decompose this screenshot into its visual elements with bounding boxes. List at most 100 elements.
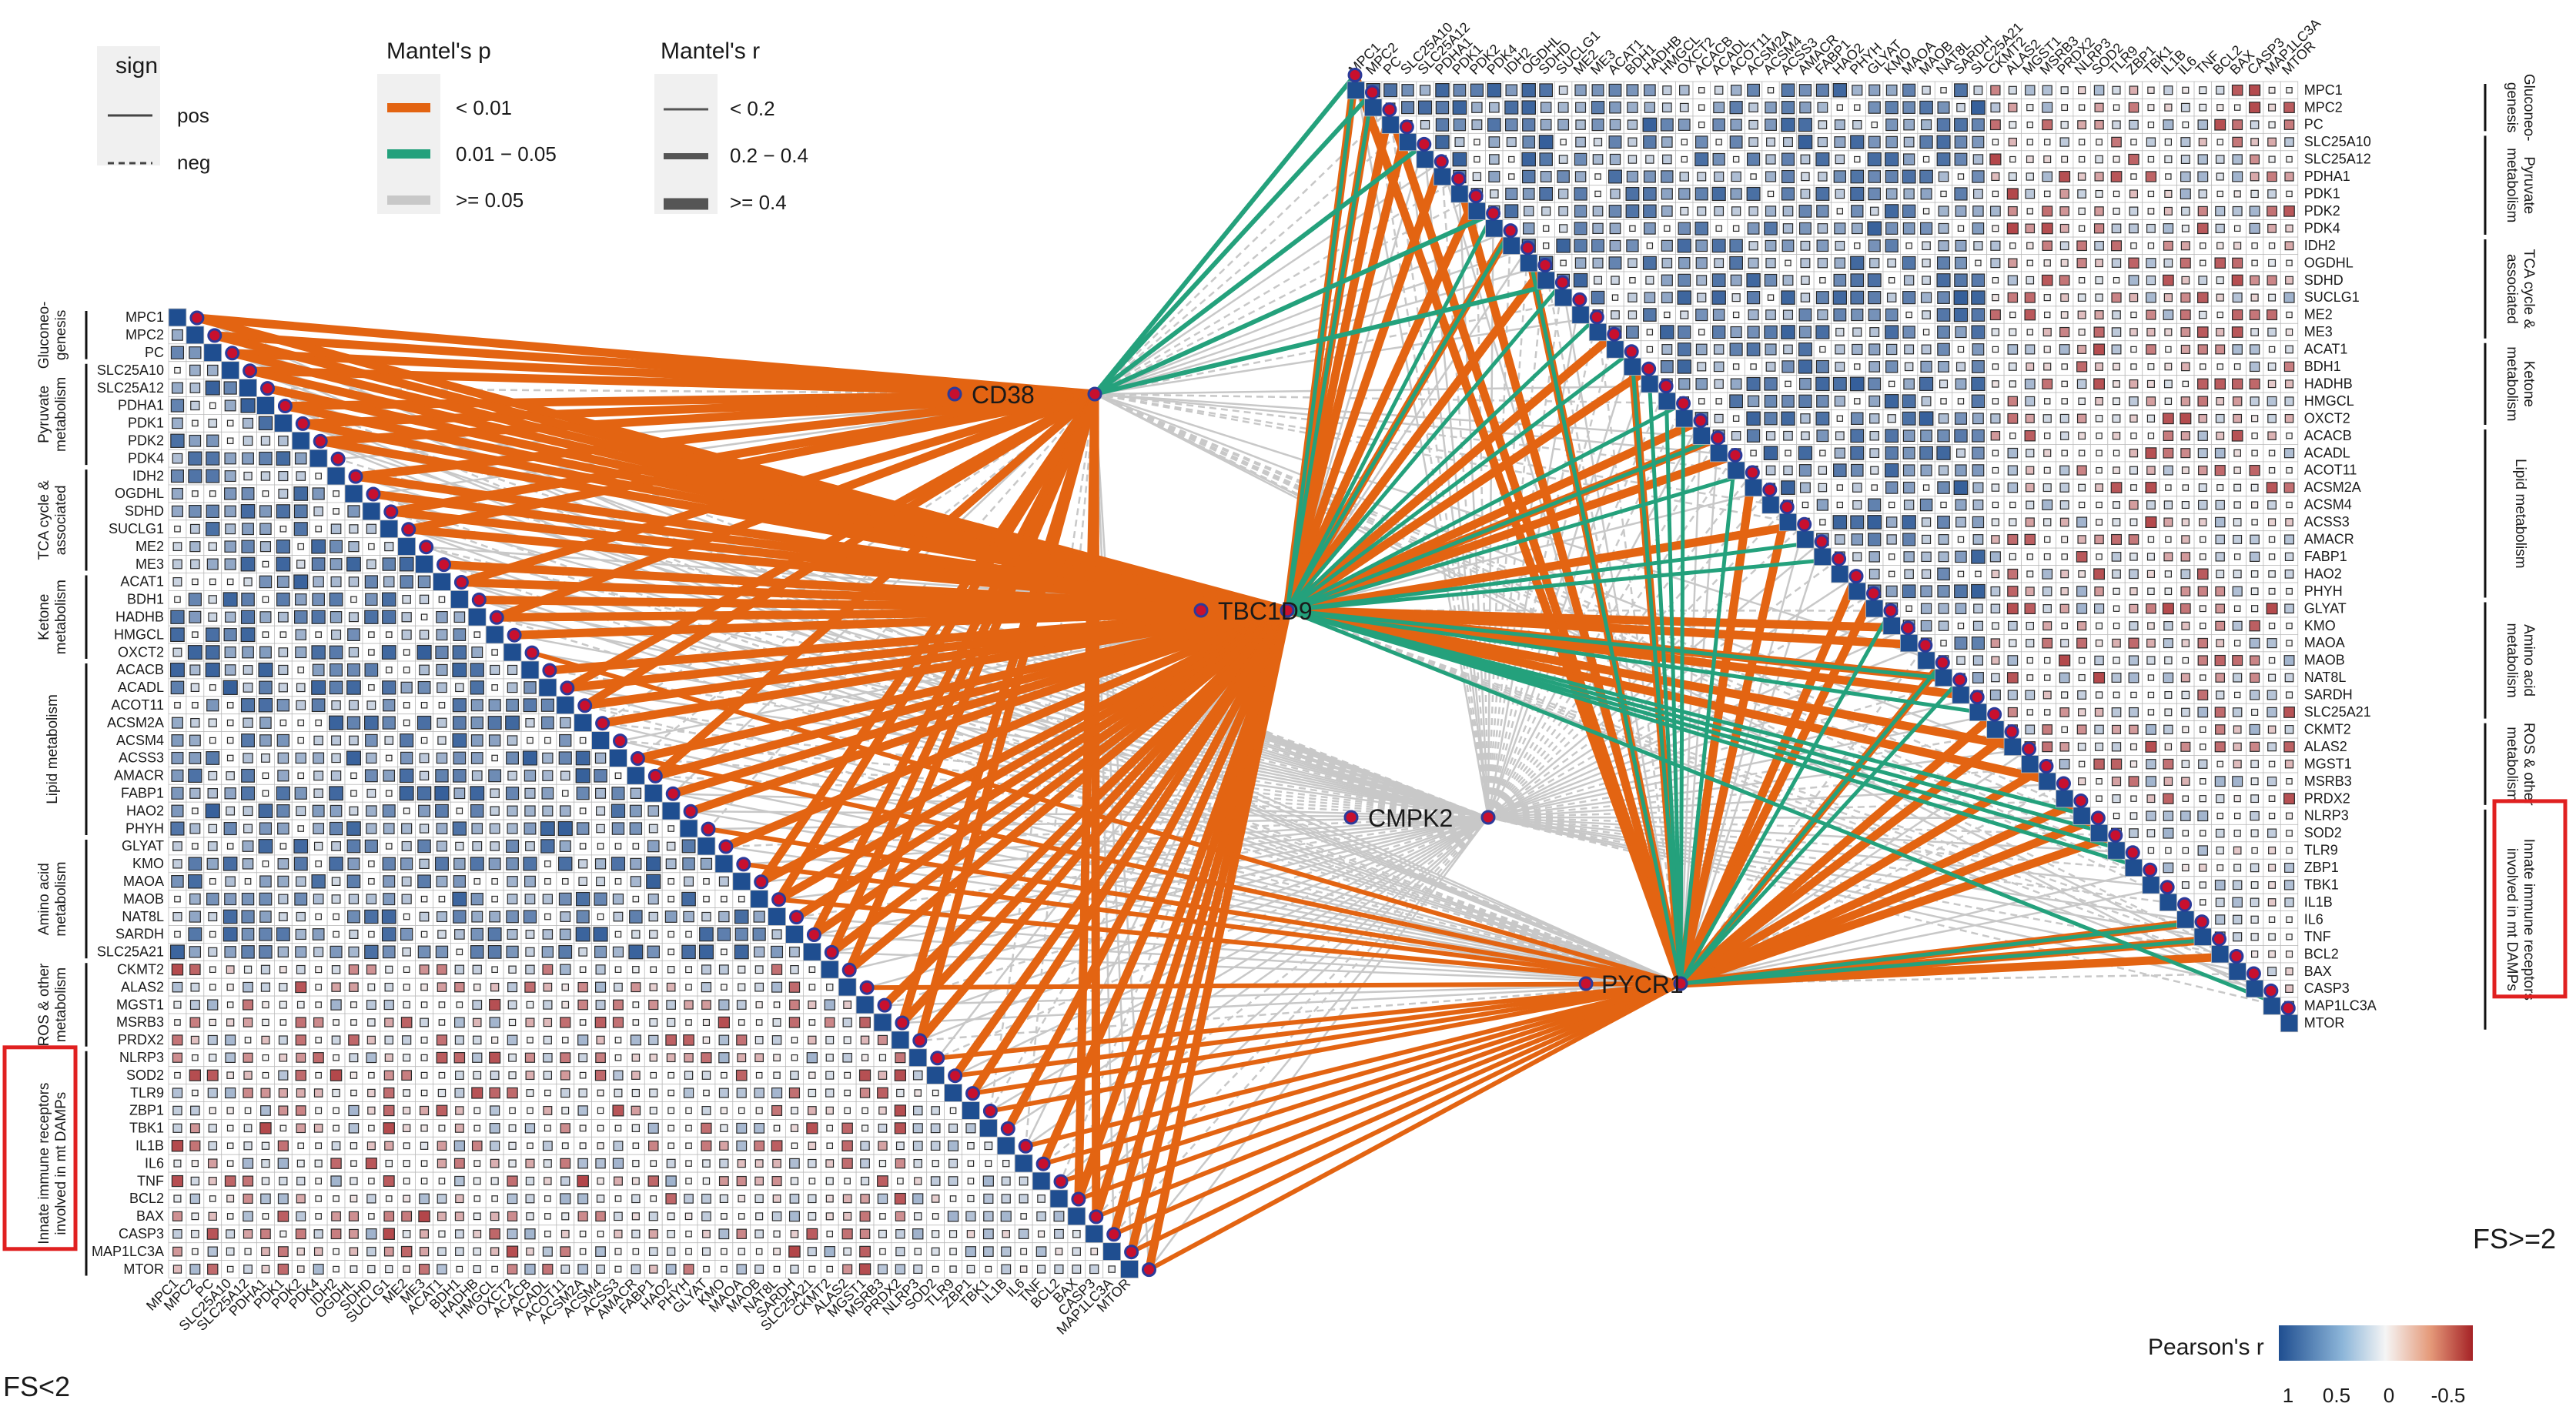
cell-left-TLR9-HAO2 xyxy=(667,1089,674,1097)
cell-right-SLC25A12-MTOR xyxy=(2286,155,2293,163)
cell-right-PDK2-PHYH xyxy=(1851,205,1864,218)
cell-left-SDHD-PDK2 xyxy=(293,504,308,519)
cell-left-ACOT11-ME3 xyxy=(420,701,428,709)
link-FS<2-PYCR1-ACOT11-ns xyxy=(584,704,1681,985)
cell-left-CKMT2-ACSM4 xyxy=(595,964,606,975)
cell-left-MSRB3-HMGCL xyxy=(489,1017,500,1028)
cell-left-MSRB3-MAOA xyxy=(738,1019,745,1026)
cell-left-IL6-HAO2 xyxy=(666,1158,676,1168)
cell-left-OXCT2-PDK1 xyxy=(278,647,289,657)
cell-left-MAOA-OGDHL xyxy=(346,874,361,889)
cell-left-ZBP1-ALAS2 xyxy=(844,1107,851,1114)
cell-left-AMACR-HMGCL xyxy=(488,769,502,783)
cell-left-ACACB-SUCLG1 xyxy=(385,667,393,673)
cell-left-PRDX2-ACADL xyxy=(543,1035,552,1044)
cell-left-FABP1-AMACR xyxy=(630,787,642,799)
link-FS<2-TBC1D9-TLR9 xyxy=(969,607,1291,1096)
cell-left-OXCT2-PDHA1 xyxy=(259,646,272,659)
cell-left-MSRB3-FABP1 xyxy=(649,1018,658,1027)
cell-right-PC-BAX xyxy=(2232,119,2243,131)
cell-right-ME2-HADHB xyxy=(1643,308,1657,322)
cell-left-CASP3-NAT8L xyxy=(773,1230,781,1238)
link-FS>=2-CD38-SOD2-ns xyxy=(1094,393,2099,820)
cell-right-PDK2-SLC25A21 xyxy=(1972,205,1984,217)
cell-left-MAP1LC3A-OGDHL xyxy=(349,1247,359,1256)
cell-left-TLR9-OXCT2 xyxy=(507,1087,518,1099)
cell-left-MTOR-MAOA xyxy=(736,1264,747,1275)
cell-left-SOD2-MAOA xyxy=(735,1069,748,1081)
cell-left-TBK1-ACACB xyxy=(524,1123,536,1134)
cell-left-HAO2-PDK1 xyxy=(276,804,290,818)
cell-left-BCL2-MSRB3 xyxy=(877,1193,888,1204)
cell-right-SLC25A10-SUCLG1 xyxy=(1560,139,1567,145)
cell-left-PRDX2-MPC2 xyxy=(190,1035,199,1044)
cell-left-BAX-OXCT2 xyxy=(507,1211,518,1221)
cell-right-PDK2-ACSS3 xyxy=(1782,205,1794,217)
cell-left-ALAS2-ALAS2 xyxy=(838,977,857,997)
cell-right-ME2-IL6 xyxy=(2180,309,2191,320)
cell-left-CASP3-OXCT2 xyxy=(507,1228,518,1240)
cell-left-TNF-NLRP3 xyxy=(914,1177,922,1185)
cell-left-ZBP1-MAOB xyxy=(755,1107,763,1114)
cell-right-MPC1-MPC1 xyxy=(1347,81,1365,99)
cell-left-ALAS2-KMO xyxy=(721,984,728,991)
cell-left-GLYAT-GLYAT xyxy=(697,837,716,856)
cell-left-SLC25A12-MPC2 xyxy=(189,383,201,393)
cell-left-ALAS2-OXCT2 xyxy=(507,982,518,993)
cell-right-SDHD-SARDH xyxy=(1954,273,1968,287)
cell-left-BCL2-HMGCL xyxy=(491,1195,498,1202)
cell-left-SARDH-SUCLG1 xyxy=(381,927,396,942)
cell-left-PHYH-PDK1 xyxy=(277,822,289,835)
cell-left-PHYH-ACSM4 xyxy=(596,824,605,834)
cell-left-MGST1-FABP1 xyxy=(648,1000,659,1011)
cell-right-IDH2-ME2 xyxy=(1574,239,1587,252)
cell-left-CKMT2-CKMT2 xyxy=(820,960,839,979)
cell-left-MSRB3-SLC25A12 xyxy=(243,1017,253,1027)
cell-left-TLR9-MGST1 xyxy=(859,1088,871,1098)
link-FS<2-TBC1D9-PDK2 xyxy=(319,436,1288,615)
link-FS<2-PYCR1-IL1B xyxy=(1025,981,1681,1149)
cell-left-IL1B-SUCLG1 xyxy=(384,1141,394,1151)
cell-left-CASP3-ACSM2A xyxy=(579,1230,587,1238)
cell-right-MPC1-BAX xyxy=(2231,84,2243,96)
cell-left-PRDX2-FABP1 xyxy=(648,1034,659,1045)
cell-left-GLYAT-ACADL xyxy=(540,839,555,854)
cell-left-IL1B-PDK1 xyxy=(277,1140,289,1151)
cell-left-ACACB-PC xyxy=(205,662,220,677)
cell-right-BDH1-ACSM2A xyxy=(1750,363,1757,370)
cell-left-KMO-PDHA1 xyxy=(262,860,269,867)
cell-right-SLC25A12-IDH2 xyxy=(1508,155,1515,163)
cell-left-BCL2-ACADL xyxy=(544,1195,551,1202)
cell-left-CKMT2-AMACR xyxy=(632,966,640,974)
cell-left-MTOR-PDHA1 xyxy=(261,1265,270,1274)
cell-left-FABP1-BDH1 xyxy=(453,787,466,800)
cell-right-PDK1-MSRB3 xyxy=(2043,190,2051,198)
cell-left-IL1B-SLC25A12 xyxy=(243,1141,253,1151)
cell-left-ALAS2-SDHD xyxy=(367,983,376,991)
cell-left-HAO2-HMGCL xyxy=(490,806,500,816)
cell-right-MPC1-HADHB xyxy=(1644,84,1656,97)
cell-left-PHYH-OXCT2 xyxy=(507,823,518,834)
cell-left-NAT8L-ACADL xyxy=(544,913,551,920)
cell-right-SLC25A12-MGST1 xyxy=(2026,155,2034,163)
cell-left-ME2-MPC1 xyxy=(172,542,182,552)
cell-right-IDH2-IDH2 xyxy=(1502,236,1521,255)
link-FS>=2-PYCR1-OGDHL-mid xyxy=(1526,247,1683,984)
cell-right-ME2-ACSM4 xyxy=(1765,309,1776,320)
cell-left-TBK1-PDK2 xyxy=(296,1123,306,1134)
cell-right-MPC1-ZBP1 xyxy=(2129,85,2139,95)
cell-right-IDH2-MAOA xyxy=(1905,242,1912,249)
cell-left-ACADL-SLC25A10 xyxy=(222,680,238,695)
cell-left-CASP3-PDHA1 xyxy=(260,1228,271,1240)
cell-left-PHYH-FABP1 xyxy=(648,824,658,834)
cell-right-PDK2-OGDHL xyxy=(1524,205,1534,217)
cell-left-BCL2-SUCLG1 xyxy=(385,1195,393,1202)
cell-left-MAOB-PDK1 xyxy=(278,894,289,904)
cell-right-SUCLG1-HMGCL xyxy=(1661,292,1673,304)
cell-left-BDH1-IDH2 xyxy=(329,592,343,606)
link-FS>=2-PYCR1-NAT8L-mid xyxy=(1679,661,1945,985)
cell-left-PDHA1-SLC25A10 xyxy=(224,399,236,412)
cell-left-CASP3-AMACR xyxy=(631,1229,641,1238)
cell-right-PC-SUCLG1 xyxy=(1557,119,1570,131)
cell-right-PDK1-ACAT1 xyxy=(1610,189,1621,199)
